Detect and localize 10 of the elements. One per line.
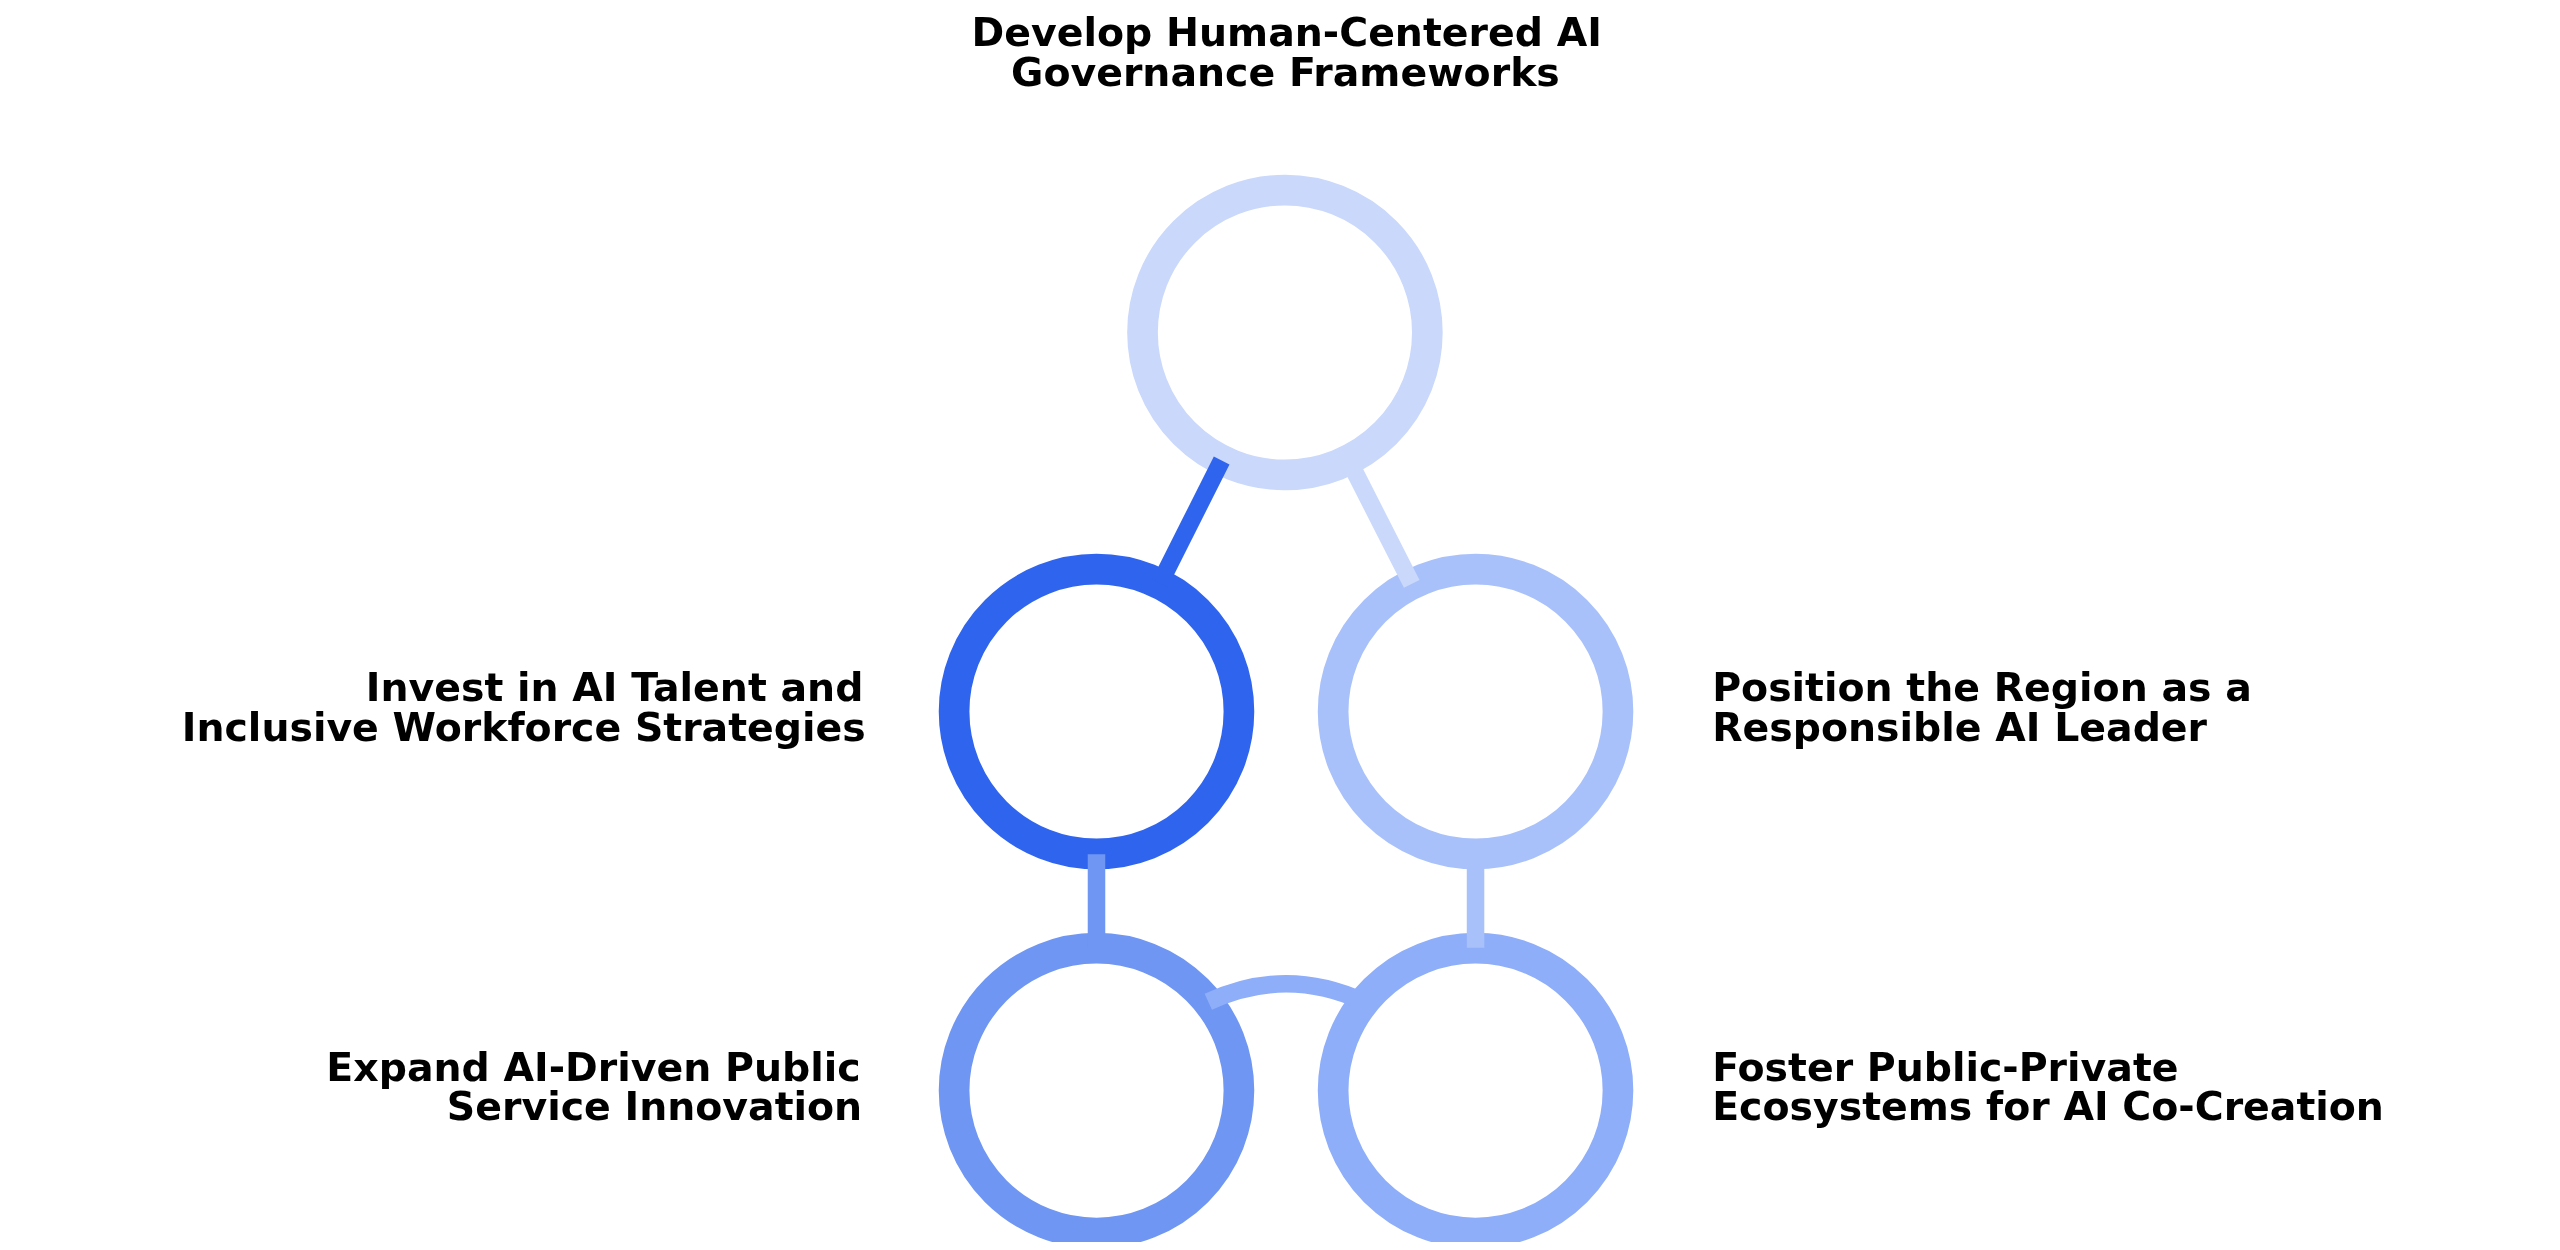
node-label: Invest in AI Talent and Inclusive Workforce Strategies [181,664,866,750]
node-circle [1127,174,1443,491]
node-circle [1317,553,1634,870]
node-label: Expand AI-Driven Public Service Innovation [326,1043,863,1129]
node-circle [1317,932,1634,1242]
node-circle [938,932,1255,1242]
node-circle [938,553,1255,870]
node-label: Develop Human-Centered AI Governance Frameworks [971,9,1602,95]
node-label: Foster Public-Private Ecosystems for AI Co-Creation [1712,1043,2384,1129]
node-label: Position the Region as a Responsible AI Leader [1712,664,2252,750]
